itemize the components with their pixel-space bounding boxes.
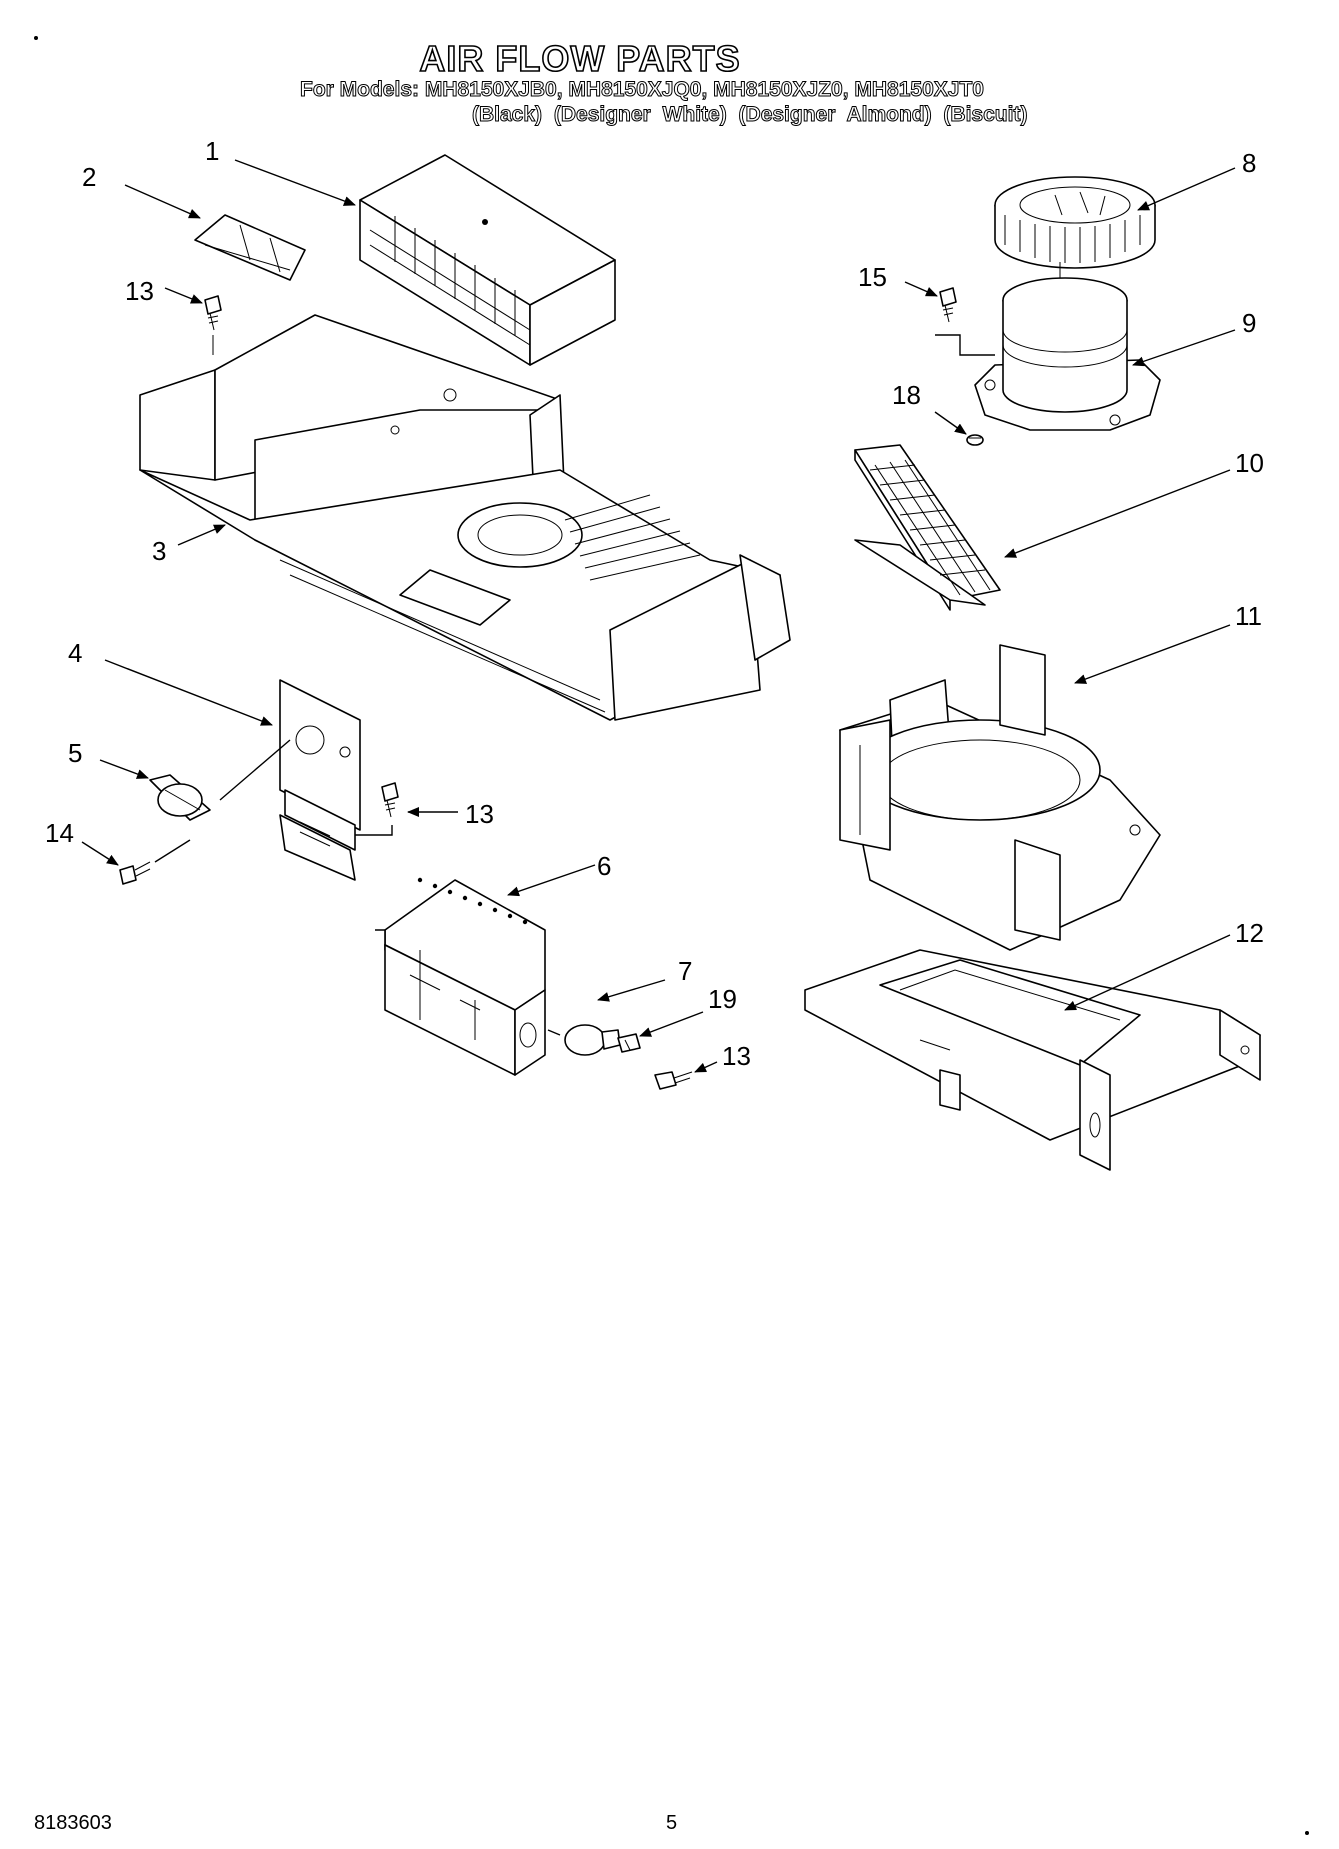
- callout-13-top: 13: [125, 276, 154, 306]
- part-15-screw: [939, 287, 957, 323]
- part-13-screw-bottom: [654, 1071, 693, 1090]
- part-7-bulb: [547, 1024, 621, 1056]
- part-5-thermostat: [149, 774, 211, 821]
- callout-3: 3: [152, 536, 166, 566]
- callout-6: 6: [597, 851, 611, 881]
- part-4-bracket: [219, 679, 361, 881]
- callout-13-middle: 13: [465, 799, 494, 829]
- colors-line: (Black) (Designer White) (Designer Almon…: [471, 103, 1028, 127]
- callout-10: 10: [1235, 448, 1264, 478]
- callout-12: 12: [1235, 918, 1264, 948]
- page-title: AIR FLOW PARTS: [419, 37, 741, 80]
- callout-7: 7: [678, 956, 692, 986]
- callout-9: 9: [1242, 308, 1256, 338]
- callout-19: 19: [708, 984, 737, 1014]
- leader-2: [124, 184, 201, 219]
- part-9-blower-motor: [935, 262, 1161, 431]
- part-12-base-plate: [804, 949, 1261, 1171]
- part-6-light-housing: [375, 877, 546, 1076]
- callout-13-bottom: 13: [722, 1041, 751, 1071]
- part-14-screw: [119, 839, 191, 885]
- leader-13-top: [164, 287, 203, 304]
- models-line: For Models: MH8150XJB0, MH8150XJQ0, MH81…: [300, 78, 985, 102]
- leader-9: [1132, 329, 1236, 367]
- leader-1: [234, 159, 356, 206]
- leader-18: [934, 411, 967, 435]
- document-number: 8183603: [34, 1812, 112, 1834]
- leader-7: [597, 979, 666, 1002]
- callout-15: 15: [858, 262, 887, 292]
- callout-11: 11: [1235, 601, 1262, 631]
- callout-2: 2: [82, 162, 96, 192]
- callout-14: 14: [45, 818, 74, 848]
- callout-18: 18: [892, 380, 921, 410]
- callout-5: 5: [68, 738, 82, 768]
- part-2-damper: [194, 214, 306, 281]
- part-3-air-duct: [139, 314, 791, 721]
- part-19-socket: [617, 1033, 641, 1053]
- callout-4: 4: [68, 638, 82, 668]
- leader-15: [904, 281, 938, 297]
- corner-mark-bottom: [1305, 1831, 1309, 1835]
- part-18-grommet: [966, 434, 984, 446]
- leader-14: [81, 841, 119, 866]
- leader-13-bottom: [694, 1061, 718, 1073]
- leader-5: [99, 759, 149, 779]
- corner-mark-top: [34, 36, 38, 40]
- leader-8: [1137, 167, 1236, 211]
- part-11-fan-shroud: [839, 644, 1161, 951]
- leader-6: [507, 864, 596, 897]
- part-13-screw-top: [204, 295, 222, 355]
- callout-1: 1: [205, 136, 219, 166]
- leader-11: [1074, 624, 1231, 684]
- leader-19: [639, 1011, 704, 1037]
- page-number: 5: [666, 1812, 678, 1834]
- callout-numbers: 1 2 3 4 5 6 7 8 9 10 11 12 13 13 13 14 1…: [45, 136, 1264, 1071]
- leader-4: [104, 659, 273, 726]
- part-8-fan-ring: [994, 176, 1156, 269]
- leader-12: [1064, 934, 1231, 1011]
- leader-3: [177, 524, 226, 546]
- leader-arrows: [81, 159, 1236, 1073]
- leader-10: [1004, 469, 1231, 558]
- part-10-filter: [854, 444, 1001, 611]
- callout-8: 8: [1242, 148, 1256, 178]
- part-1-vent-grille: [359, 154, 616, 366]
